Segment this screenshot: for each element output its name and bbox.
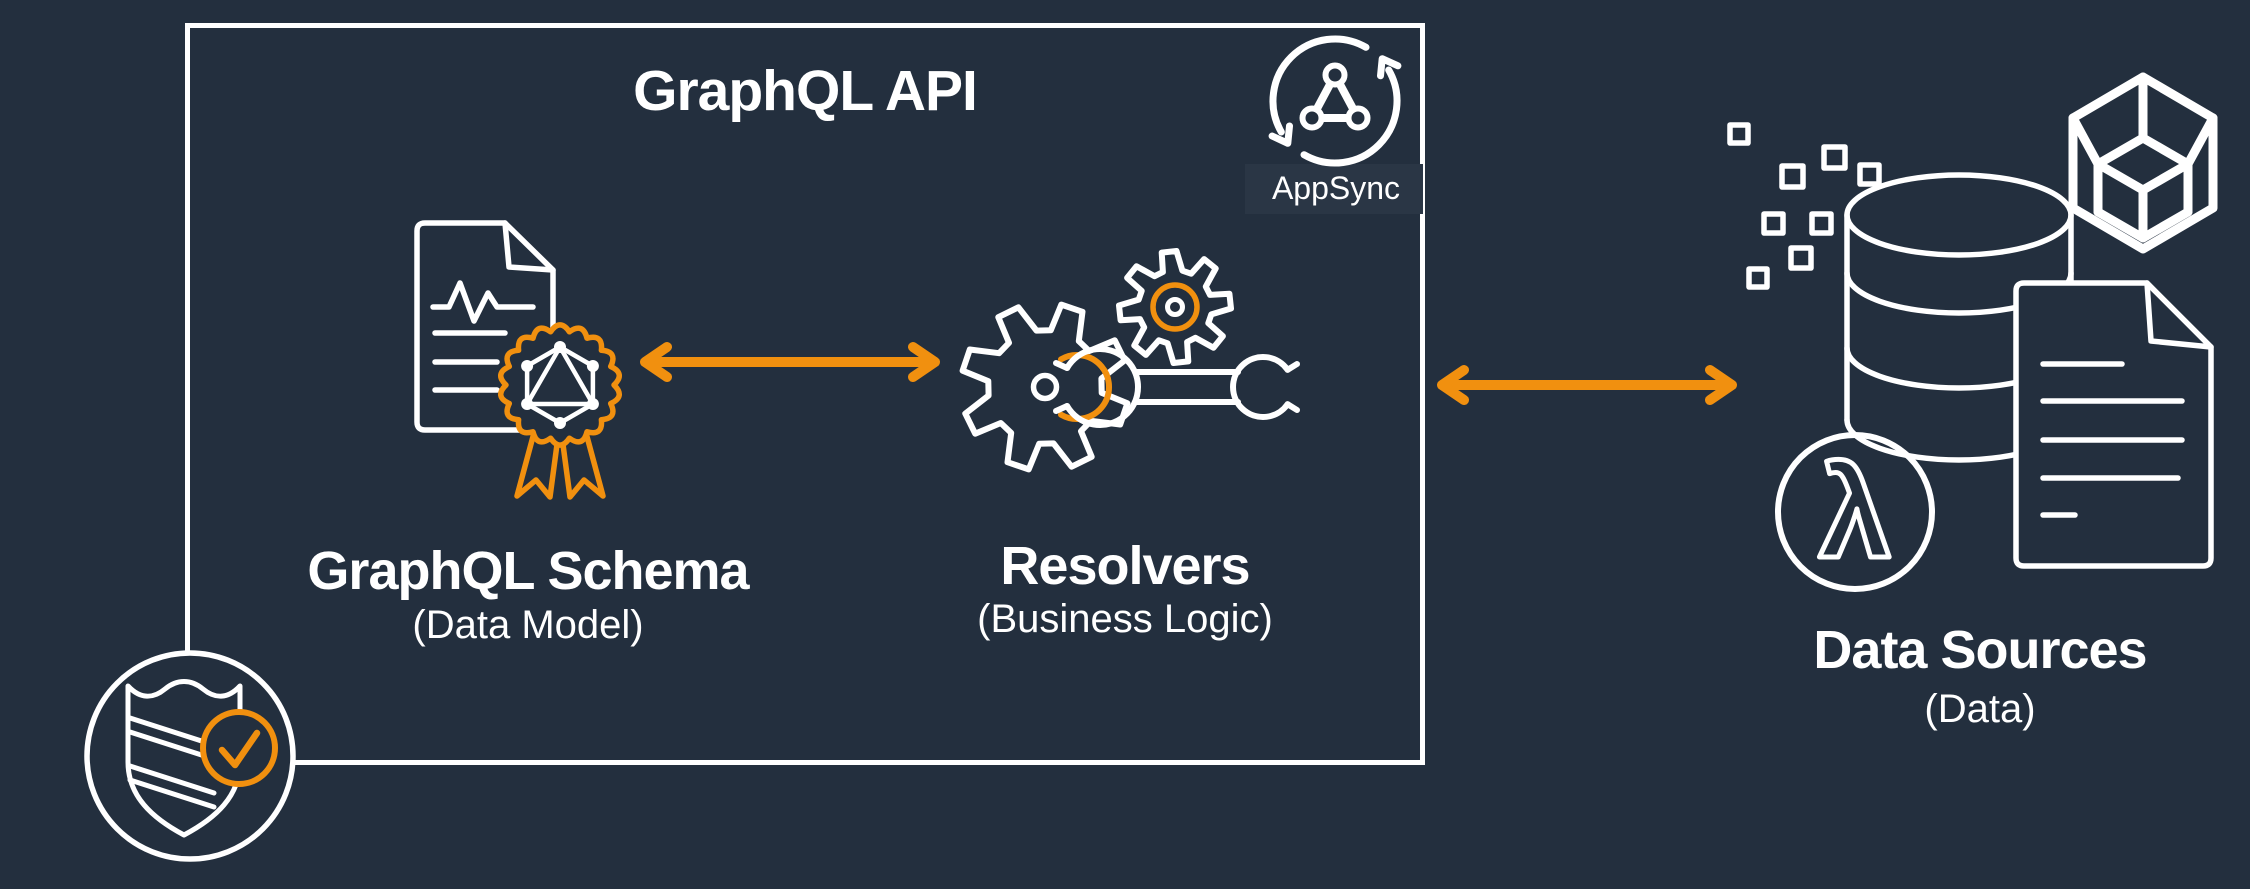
document-fold: [502, 220, 556, 273]
graphql-api-box: [185, 23, 1425, 765]
api-datasources-arrow: [1437, 365, 1737, 405]
data-sources-sublabel: (Data): [1924, 687, 2036, 731]
cube-icon: [2068, 72, 2218, 254]
lambda-glyph: λ: [1819, 439, 1891, 585]
ribbon-left: [514, 415, 561, 500]
document-icon: [2013, 280, 2214, 569]
graphql-api-title: GraphQL API: [633, 59, 978, 123]
sync-arc-left: [1269, 35, 1370, 136]
lambda-icon: λ: [1775, 432, 1935, 592]
appsync-label: AppSync: [1271, 170, 1401, 206]
check-circle: [200, 709, 278, 787]
resolvers-label: Resolvers: [1000, 536, 1250, 596]
security-shield-icon: [84, 650, 296, 862]
small-gear-icon: [1116, 248, 1234, 366]
data-sources-label: Data Sources: [1813, 620, 2147, 680]
schema-resolvers-arrow: [640, 342, 940, 382]
checkmark-icon: [218, 729, 261, 769]
wrench-icon: [1053, 346, 1300, 428]
appsync-label-plate: [1245, 164, 1423, 214]
sync-arrowhead-left: [1268, 122, 1293, 147]
large-gear-icon: [959, 301, 1131, 473]
appsync-icon: [1268, 35, 1402, 167]
ribbon-right: [559, 415, 606, 500]
node-triangle: [1308, 71, 1362, 122]
graphql-schema-icon: [414, 220, 622, 500]
data-sources-icons: λ: [1727, 72, 2218, 592]
badge-rosette: [498, 322, 622, 448]
schema-label: GraphQL Schema: [307, 541, 749, 601]
document-fold: [2144, 280, 2214, 350]
shield-outline: [125, 679, 243, 838]
sync-arc-right: [1300, 66, 1401, 167]
sync-arrowhead-right: [1377, 55, 1402, 80]
schema-sublabel: (Data Model): [412, 603, 644, 647]
pulse-line: [430, 280, 536, 324]
data-squares-icon: [1727, 122, 1882, 290]
resolvers-sublabel: (Business Logic): [977, 597, 1273, 641]
graphql-logo-triangle: [524, 344, 596, 407]
resolvers-icon: [959, 248, 1300, 473]
